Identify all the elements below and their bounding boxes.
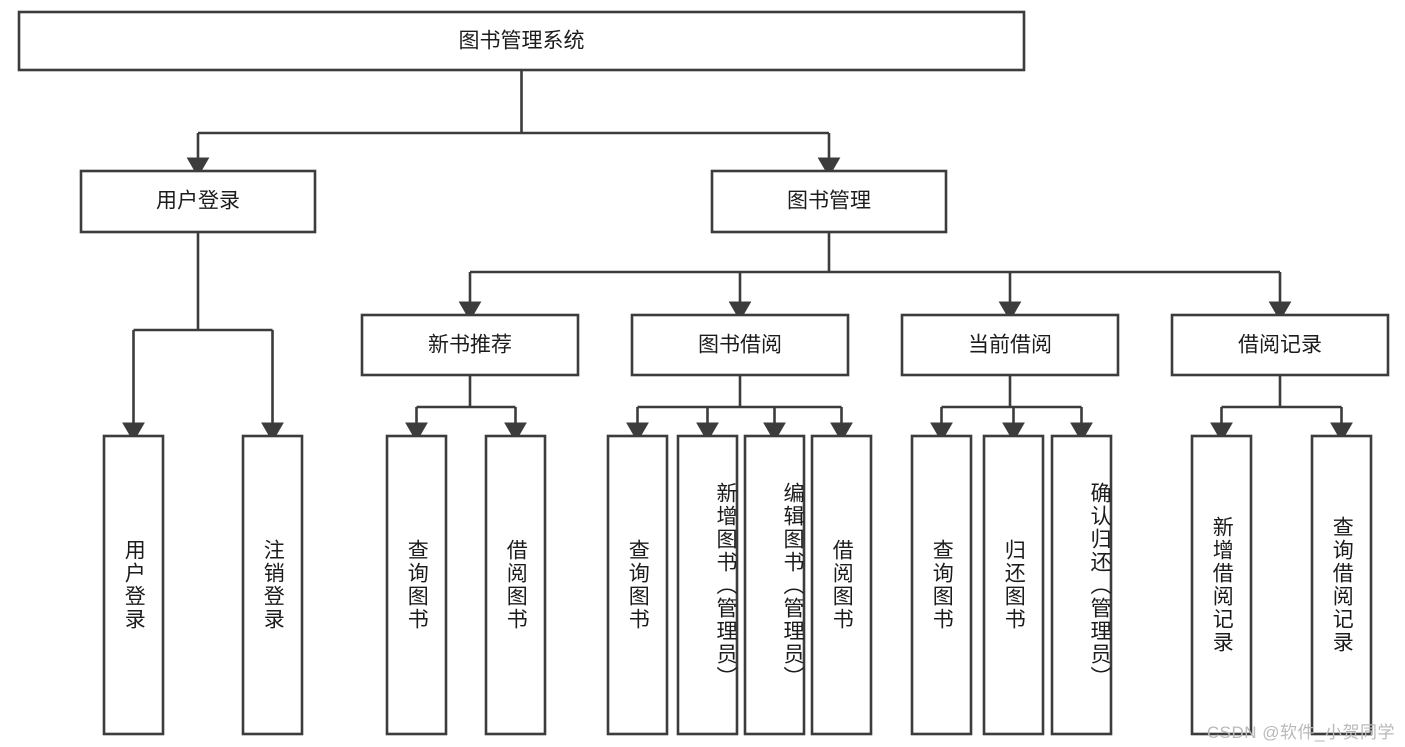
node-leaf-borrow-book-a[interactable] bbox=[484, 434, 547, 736]
node-leaf-query-book-c[interactable] bbox=[910, 434, 973, 736]
node-borrow-record-label: 借阅记录 bbox=[1238, 334, 1322, 357]
node-root-label: 图书管理系统 bbox=[459, 30, 585, 53]
node-root[interactable] bbox=[17, 10, 1026, 72]
node-leaf-confirm-return[interactable] bbox=[1050, 434, 1113, 736]
node-leaf-add-book-admin[interactable] bbox=[676, 434, 739, 736]
node-leaf-query-book-b[interactable] bbox=[606, 434, 669, 736]
node-user-login[interactable] bbox=[79, 169, 317, 234]
csdn-watermark: CSDN @软件_小贺同学 bbox=[1206, 723, 1395, 742]
node-leaf-logout[interactable] bbox=[241, 434, 304, 736]
node-current-borrow-label: 当前借阅 bbox=[968, 334, 1052, 357]
node-boxes: 图书管理系统 用户登录 图书管理 新书推荐 图书借阅 当前借阅 借阅记录 bbox=[17, 10, 1390, 736]
node-book-borrow[interactable] bbox=[630, 313, 850, 377]
node-book-manage[interactable] bbox=[710, 169, 948, 234]
node-leaf-add-record[interactable] bbox=[1190, 434, 1253, 736]
node-leaf-query-book-a[interactable] bbox=[385, 434, 448, 736]
connector-lines bbox=[122, 70, 1353, 443]
node-leaf-borrow-book-b[interactable] bbox=[810, 434, 873, 736]
node-user-login-label: 用户登录 bbox=[156, 190, 240, 213]
node-leaf-query-record[interactable] bbox=[1310, 434, 1373, 736]
node-book-manage-label: 图书管理 bbox=[787, 190, 871, 213]
node-leaf-edit-book-admin[interactable] bbox=[743, 434, 806, 736]
node-book-borrow-label: 图书借阅 bbox=[698, 334, 782, 357]
node-new-book-recommend-label: 新书推荐 bbox=[428, 334, 512, 357]
node-new-book-recommend[interactable] bbox=[360, 313, 580, 377]
node-leaf-return-book[interactable] bbox=[982, 434, 1045, 736]
node-leaf-user-login[interactable] bbox=[102, 434, 165, 736]
node-borrow-record[interactable] bbox=[1170, 313, 1390, 377]
node-current-borrow[interactable] bbox=[900, 313, 1120, 377]
